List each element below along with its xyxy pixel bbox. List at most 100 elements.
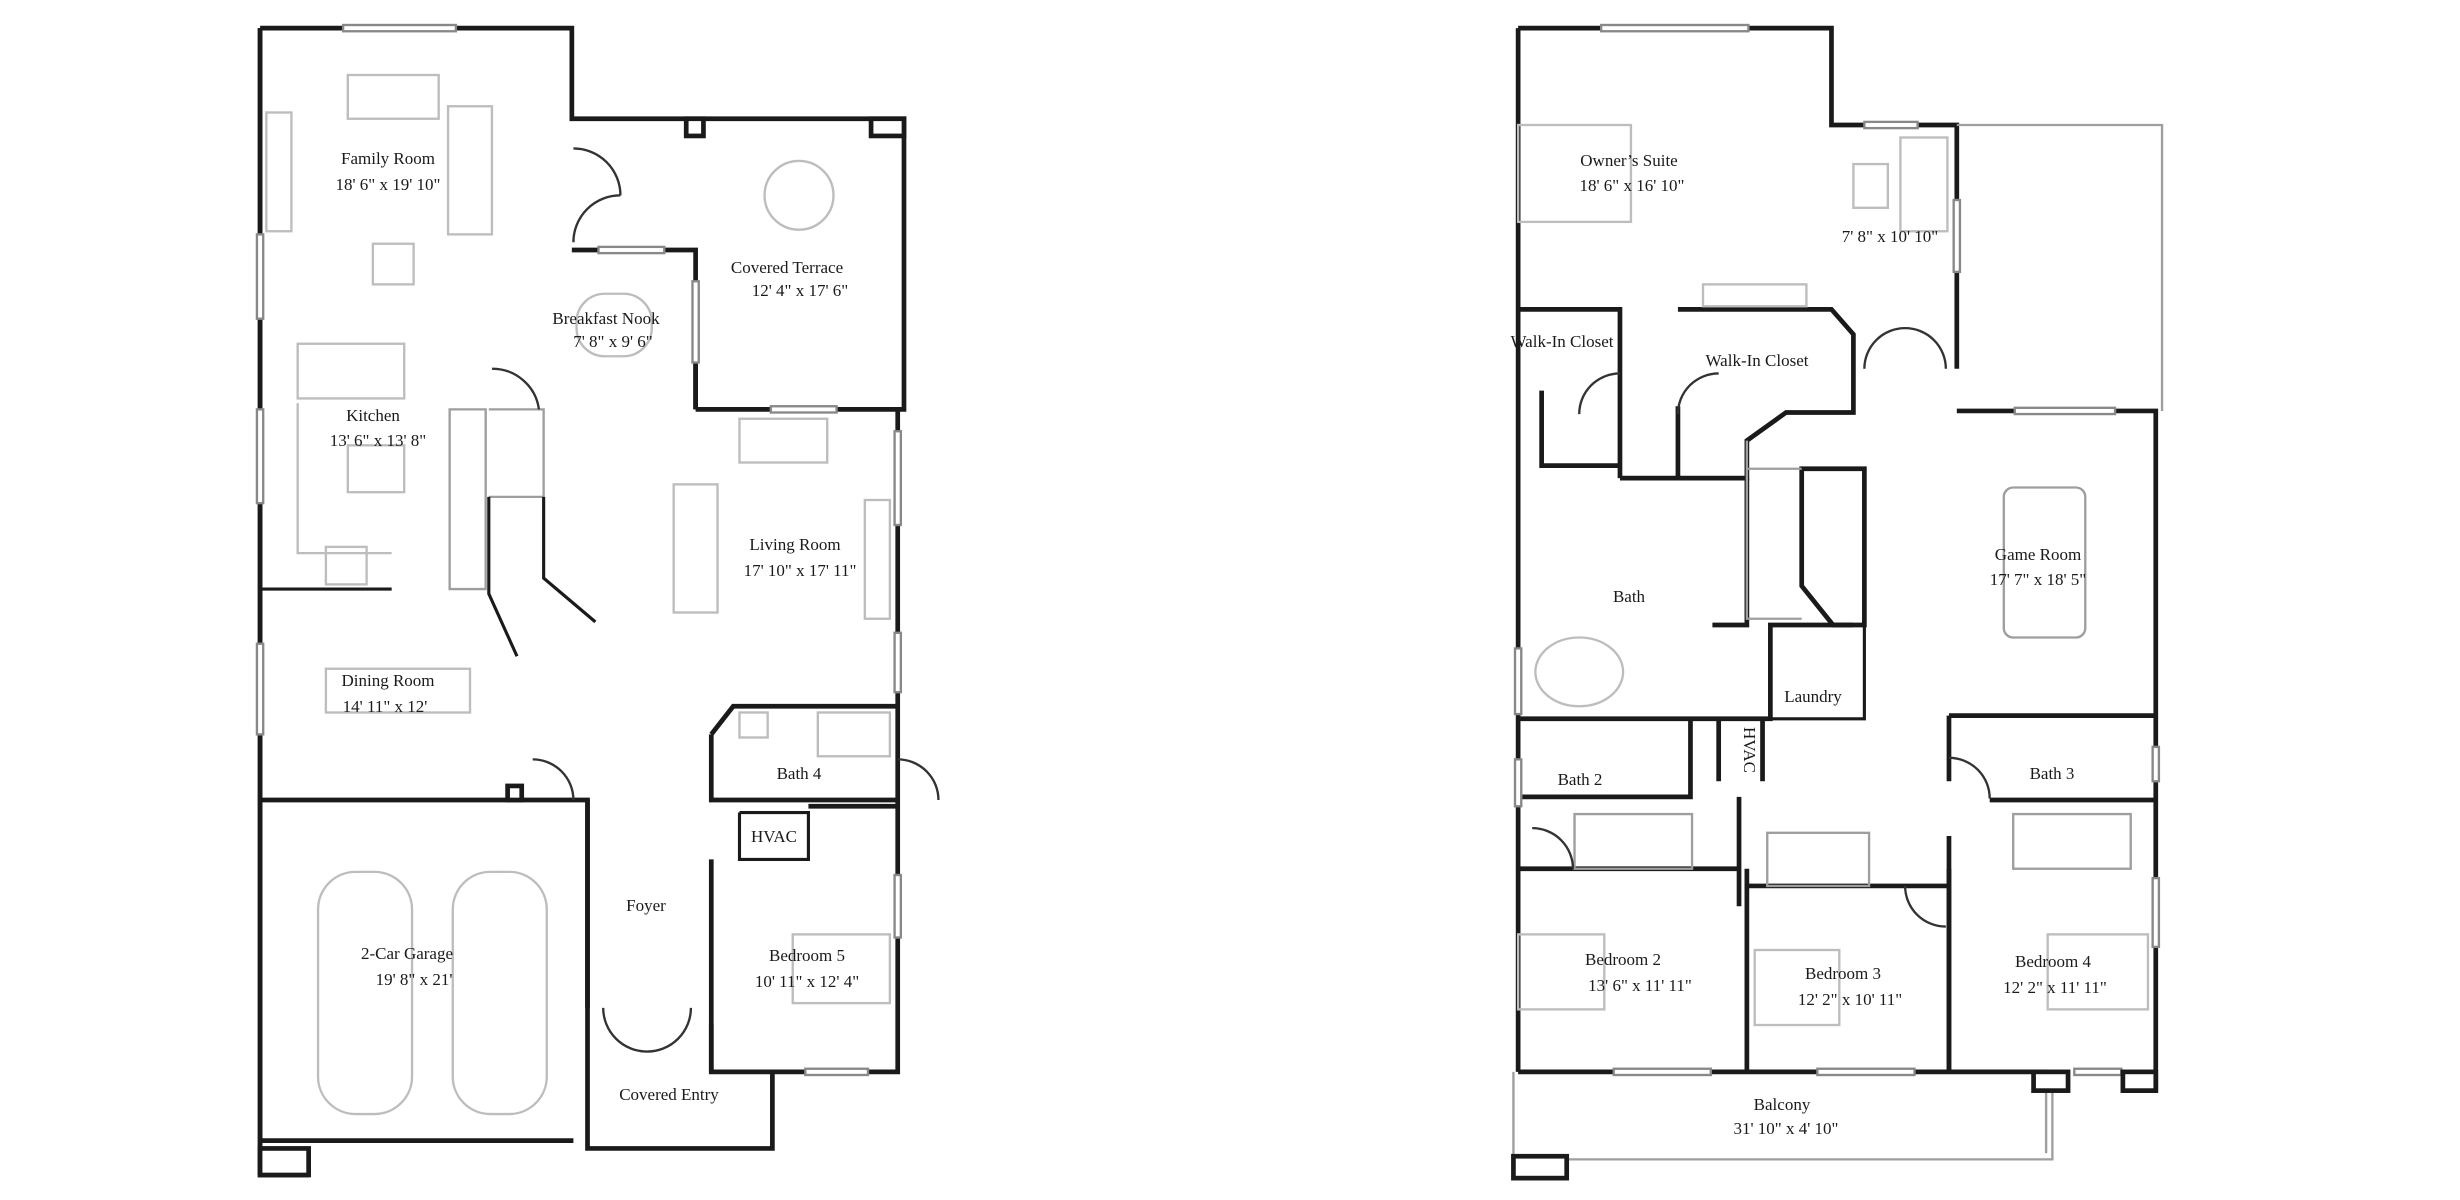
room-label: HVAC bbox=[1740, 727, 1759, 773]
room-dims: 13' 6" x 11' 11" bbox=[1588, 976, 1692, 995]
room-dims: 13' 6" x 13' 8" bbox=[330, 431, 427, 450]
kitchen-stove bbox=[324, 545, 368, 586]
fireplace bbox=[1701, 283, 1808, 308]
column bbox=[2120, 1069, 2159, 1093]
window bbox=[1599, 23, 1750, 33]
window bbox=[255, 233, 265, 320]
living-sofa bbox=[738, 417, 829, 464]
sitting-chair bbox=[1852, 162, 1890, 209]
window bbox=[769, 405, 838, 414]
entry-door bbox=[602, 1007, 693, 1053]
garage-door bbox=[532, 758, 575, 801]
living-sofa-side bbox=[672, 483, 719, 614]
window bbox=[893, 631, 903, 694]
window bbox=[255, 408, 265, 505]
window bbox=[893, 873, 903, 939]
window bbox=[893, 430, 903, 527]
second-floor-labels: Owner’s Suite 18' 6" x 16' 10" 7' 8" x 1… bbox=[1511, 151, 2107, 1138]
closet-door bbox=[1676, 372, 1719, 415]
closet bbox=[2012, 812, 2132, 870]
room-label: Bath bbox=[1613, 587, 1646, 606]
garage-top-wall bbox=[260, 797, 775, 1151]
room-label: Living Room bbox=[749, 535, 840, 554]
stair-outline bbox=[1745, 440, 1802, 620]
kitchen-island bbox=[346, 444, 406, 494]
room-dims: 7' 8" x 9' 6" bbox=[573, 332, 653, 351]
stair-rail bbox=[487, 496, 597, 657]
bath4-sink bbox=[738, 711, 769, 739]
laundry-wall bbox=[1768, 625, 1866, 721]
garage-car-2 bbox=[451, 870, 548, 1116]
bedroom3-bed bbox=[1753, 948, 1841, 1027]
balcony-outline bbox=[1512, 1071, 2054, 1161]
hvac-wall bbox=[1716, 718, 1765, 782]
closet bbox=[1766, 831, 1871, 888]
column bbox=[868, 116, 907, 139]
room-label: Covered Entry bbox=[619, 1085, 719, 1104]
hvac-wall bbox=[737, 810, 810, 861]
kitchen-counter-run bbox=[296, 403, 392, 555]
terrace-table bbox=[763, 159, 835, 231]
fireplace bbox=[265, 111, 293, 233]
bedroom2-door bbox=[1532, 826, 1575, 869]
walk-in-closet-wall bbox=[1675, 307, 1856, 481]
bedroom4-bed bbox=[2046, 933, 2150, 1011]
armchair bbox=[371, 242, 415, 286]
room-dims: 12' 4" x 17' 6" bbox=[752, 281, 849, 300]
window bbox=[1952, 198, 1962, 274]
room-label: 2-Car Garage bbox=[361, 944, 453, 963]
room-dims: 17' 7" x 18' 5" bbox=[1990, 570, 2087, 589]
room-label: Bath 4 bbox=[777, 764, 822, 783]
owner-bed bbox=[1516, 123, 1633, 224]
living-fireplace bbox=[863, 498, 892, 620]
window bbox=[597, 245, 666, 255]
room-dims: 14' 11" x 12' bbox=[343, 697, 428, 716]
room-label: Family Room bbox=[341, 149, 435, 168]
window bbox=[1513, 758, 1523, 808]
room-label: Bedroom 2 bbox=[1585, 950, 1661, 969]
window bbox=[255, 642, 265, 736]
terrace-door bbox=[572, 147, 622, 243]
column bbox=[257, 1146, 311, 1178]
stair-rail bbox=[1799, 466, 1867, 628]
nook-wall bbox=[571, 247, 698, 410]
window bbox=[2013, 406, 2117, 416]
sofa bbox=[346, 73, 440, 120]
bathtub bbox=[1534, 636, 1625, 708]
room-label: Owner’s Suite bbox=[1580, 151, 1677, 170]
room-dims: 12' 2" x 10' 11" bbox=[1798, 990, 1902, 1009]
room-label: Bedroom 3 bbox=[1805, 964, 1881, 983]
pool-table bbox=[2002, 486, 2087, 639]
room-label: Bath 2 bbox=[1558, 770, 1603, 789]
bath4-door bbox=[897, 758, 940, 801]
sofa-side bbox=[446, 105, 494, 236]
room-dims: 7' 8" x 10' 10" bbox=[1842, 227, 1939, 246]
room-label: Kitchen bbox=[346, 406, 400, 425]
room-label: Bedroom 4 bbox=[2015, 952, 2092, 971]
window bbox=[1863, 120, 1919, 130]
room-dims: 31' 10" x 4' 10" bbox=[1733, 1119, 1838, 1138]
bath4-shower bbox=[816, 711, 892, 758]
room-label: HVAC bbox=[751, 827, 797, 846]
garage-car-1 bbox=[316, 870, 414, 1116]
bedroom5-bed bbox=[791, 933, 892, 1005]
window bbox=[804, 1067, 870, 1077]
owner-door bbox=[1863, 326, 1948, 369]
window bbox=[2151, 876, 2161, 949]
room-label: Breakfast Nook bbox=[552, 309, 660, 328]
bedroom3-door bbox=[1903, 885, 1946, 928]
bath3-wall bbox=[1946, 713, 2156, 1072]
window bbox=[1612, 1067, 1713, 1077]
living-room-wall bbox=[693, 281, 898, 412]
stair-door bbox=[491, 367, 541, 410]
nook-table bbox=[575, 292, 653, 358]
stair-outline bbox=[448, 408, 545, 591]
window bbox=[2151, 745, 2161, 783]
room-label: Foyer bbox=[626, 896, 666, 915]
bedroom2-bed bbox=[1516, 933, 1606, 1011]
room-label: Balcony bbox=[1754, 1095, 1811, 1114]
walk-in-closet-wall bbox=[1518, 307, 1623, 479]
dining-table bbox=[324, 667, 472, 714]
room-label: Dining Room bbox=[341, 671, 434, 690]
